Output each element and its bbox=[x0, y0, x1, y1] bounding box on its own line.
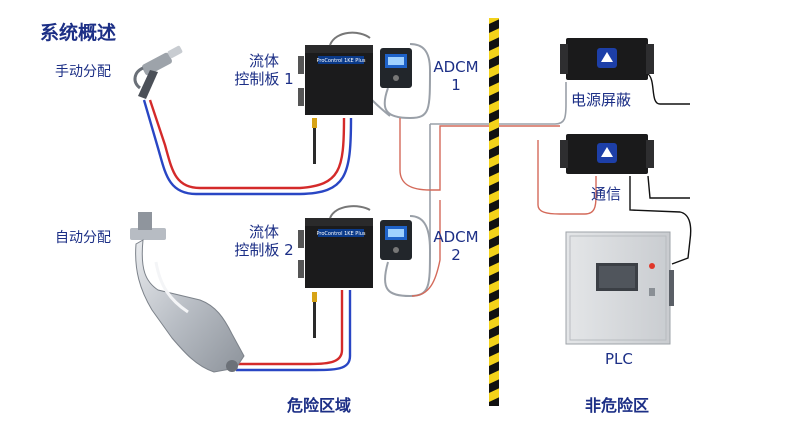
adcm-module-icon bbox=[380, 48, 412, 88]
panel1-probe bbox=[313, 128, 316, 164]
adcm2-label-line2: 2 bbox=[451, 246, 461, 264]
panel1-label-line2: 控制板 1 bbox=[234, 70, 294, 88]
harness-adcm2-loop bbox=[383, 215, 432, 298]
panel2-label-line1: 流体 bbox=[248, 223, 279, 241]
adcm1-label: ADCM 1 bbox=[428, 58, 484, 94]
gateway-icon bbox=[560, 134, 654, 174]
cable-red-1 bbox=[399, 118, 560, 191]
page-title: 系统概述 bbox=[40, 22, 117, 44]
harness-adcm1 bbox=[371, 99, 391, 117]
panel1-label: 流体 控制板 1 bbox=[224, 52, 304, 88]
adcm1-label-line1: ADCM bbox=[433, 58, 479, 76]
cable-layer bbox=[142, 43, 692, 372]
fluid-control-panel-icon: ProControl 1KE Plus bbox=[298, 31, 373, 115]
fluid-control-panel-icon-2: ProControl 1KE Plus bbox=[298, 205, 373, 288]
power-supply-icon bbox=[560, 38, 654, 80]
adcm1-label-line2: 1 bbox=[451, 76, 461, 94]
panel2-label-line2: 控制板 2 bbox=[234, 241, 294, 259]
panel2-device-text: ProControl 1KE Plus bbox=[317, 231, 366, 237]
cable-black-plc bbox=[629, 176, 692, 265]
plc-label: PLC bbox=[605, 350, 633, 368]
harness-adcm1-loop bbox=[383, 43, 432, 120]
communication-label: 通信 bbox=[591, 185, 622, 203]
cable-gray-power bbox=[430, 82, 567, 125]
adcm2-label-line1: ADCM bbox=[433, 228, 479, 246]
hazard-barrier bbox=[489, 18, 499, 406]
power-shield-label: 电源屏蔽 bbox=[571, 91, 632, 109]
cable-red-2 bbox=[411, 200, 441, 297]
panel2-probe bbox=[313, 302, 316, 338]
hose-red-manual bbox=[148, 99, 346, 190]
spray-gun-icon bbox=[133, 45, 183, 99]
hazardous-area-label: 危险区域 bbox=[287, 396, 352, 415]
panel1-sensor bbox=[312, 118, 317, 128]
panel1-device-text: ProControl 1KE Plus bbox=[317, 58, 366, 64]
auto-dispense-label: 自动分配 bbox=[55, 230, 111, 246]
cable-black-comm bbox=[647, 175, 690, 199]
cable-red-comm bbox=[537, 140, 597, 215]
manual-dispense-label: 手动分配 bbox=[55, 64, 111, 80]
hose-red-auto bbox=[236, 290, 344, 366]
hose-blue-auto bbox=[236, 290, 352, 372]
panel2-label: 流体 控制板 2 bbox=[224, 223, 304, 259]
nonhazardous-area-label: 非危险区 bbox=[585, 396, 650, 415]
hose-blue-manual bbox=[142, 99, 353, 196]
plc-cabinet-icon bbox=[565, 231, 674, 345]
adcm2-label: ADCM 2 bbox=[428, 228, 484, 264]
panel1-label-line1: 流体 bbox=[248, 52, 279, 70]
panel2-sensor bbox=[312, 292, 317, 302]
auto-dispense-valve-icon bbox=[130, 212, 245, 373]
cable-black-power bbox=[647, 73, 690, 105]
adcm-module-icon-2 bbox=[380, 220, 412, 260]
